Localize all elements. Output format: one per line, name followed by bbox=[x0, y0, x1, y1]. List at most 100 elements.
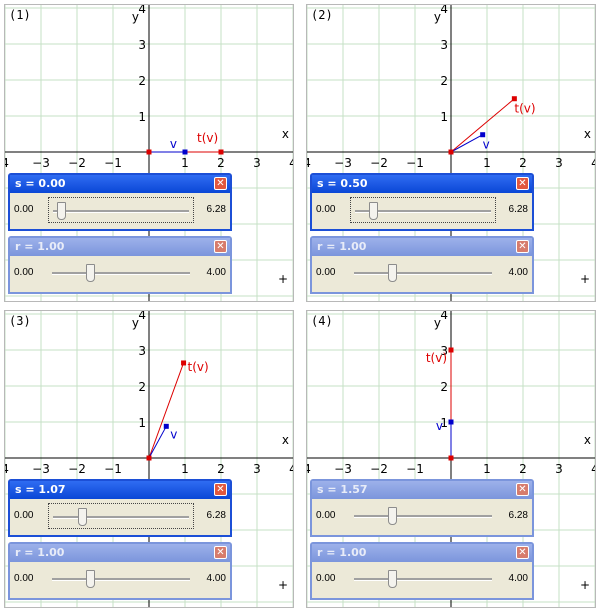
s-slider[interactable] bbox=[48, 503, 194, 529]
x-axis-label: x bbox=[584, 127, 591, 141]
r-slider[interactable] bbox=[350, 260, 496, 286]
coordinate-plane: 4−3−2−112341234xyvt(v) bbox=[5, 311, 293, 607]
origin-point bbox=[448, 149, 454, 155]
y-tick-label: 3 bbox=[138, 38, 146, 52]
r-slider-min: 0.00 bbox=[14, 573, 34, 584]
tv-point bbox=[511, 96, 517, 102]
s-slider-max: 6.28 bbox=[206, 204, 226, 215]
origin-point bbox=[146, 149, 152, 155]
panel-label: (4) bbox=[311, 314, 333, 328]
tv-vector-line bbox=[450, 98, 515, 153]
v-vector-line bbox=[148, 426, 167, 459]
r-slider-thumb[interactable] bbox=[86, 264, 96, 282]
tv-label: t(v) bbox=[188, 360, 209, 374]
x-tick-label: 4 bbox=[5, 156, 9, 170]
s-slider[interactable] bbox=[350, 503, 496, 529]
y-axis-label: y bbox=[434, 10, 441, 24]
s-slider-thumb[interactable] bbox=[368, 202, 378, 220]
x-tick-label: −2 bbox=[370, 462, 388, 476]
s-window-title[interactable]: s = 0.00✕ bbox=[10, 175, 230, 193]
x-tick-label: 1 bbox=[181, 462, 189, 476]
close-icon[interactable]: ✕ bbox=[516, 177, 529, 190]
y-tick-label: 2 bbox=[440, 380, 448, 394]
v-label: v bbox=[436, 419, 443, 433]
x-axis-label: x bbox=[282, 127, 289, 141]
close-icon[interactable]: ✕ bbox=[214, 177, 227, 190]
close-icon[interactable]: ✕ bbox=[214, 483, 227, 496]
r-slider-thumb[interactable] bbox=[388, 570, 398, 588]
s-slider-track[interactable] bbox=[53, 210, 189, 213]
x-tick-label: −1 bbox=[104, 462, 122, 476]
r-slider-track[interactable] bbox=[52, 578, 190, 581]
plus-marker: + bbox=[580, 272, 591, 286]
y-tick-label: 2 bbox=[138, 380, 146, 394]
v-label: v bbox=[483, 138, 490, 152]
x-tick-label: 3 bbox=[253, 156, 261, 170]
y-tick-label: 3 bbox=[138, 344, 146, 358]
v-label: v bbox=[170, 137, 177, 151]
x-tick-label: −2 bbox=[68, 156, 86, 170]
tv-label: t(v) bbox=[514, 102, 535, 116]
s-slider-thumb[interactable] bbox=[77, 508, 87, 526]
y-tick-label: 2 bbox=[440, 74, 448, 88]
close-icon[interactable]: ✕ bbox=[516, 483, 529, 496]
tv-point bbox=[218, 149, 224, 155]
s-slider-max: 6.28 bbox=[508, 204, 528, 215]
r-slider[interactable] bbox=[48, 260, 194, 286]
x-tick-label: 3 bbox=[555, 156, 563, 170]
r-slider-track[interactable] bbox=[52, 272, 190, 275]
s-window-title[interactable]: s = 1.57✕ bbox=[312, 481, 532, 499]
r-window-title[interactable]: r = 1.00✕ bbox=[312, 238, 532, 256]
r-slider-track[interactable] bbox=[354, 578, 492, 581]
r-window-title[interactable]: r = 1.00✕ bbox=[10, 238, 230, 256]
r-window-title[interactable]: r = 1.00✕ bbox=[10, 544, 230, 562]
r-slider-thumb[interactable] bbox=[86, 570, 96, 588]
y-tick-label: 4 bbox=[138, 311, 146, 322]
s-slider-thumb[interactable] bbox=[57, 202, 66, 220]
close-icon[interactable]: ✕ bbox=[214, 546, 227, 559]
r-slider-thumb[interactable] bbox=[388, 264, 398, 282]
x-tick-label: −3 bbox=[334, 156, 352, 170]
x-tick-label: 1 bbox=[483, 462, 491, 476]
tv-label: t(v) bbox=[426, 351, 447, 365]
s-slider-max: 6.28 bbox=[206, 510, 226, 521]
s-slider[interactable] bbox=[48, 197, 194, 223]
r-slider[interactable] bbox=[350, 566, 496, 592]
y-axis-label: y bbox=[132, 316, 139, 330]
plus-marker: + bbox=[580, 578, 591, 592]
r-slider[interactable] bbox=[48, 566, 194, 592]
close-icon[interactable]: ✕ bbox=[214, 240, 227, 253]
s-slider-thumb[interactable] bbox=[388, 507, 398, 525]
x-tick-label: −1 bbox=[406, 156, 424, 170]
r-window-title[interactable]: r = 1.00✕ bbox=[312, 544, 532, 562]
s-window-title[interactable]: s = 1.07✕ bbox=[10, 481, 230, 499]
s-slider-track[interactable] bbox=[53, 516, 189, 519]
s-slider-min: 0.00 bbox=[316, 510, 336, 521]
x-tick-label: 4 bbox=[307, 156, 311, 170]
y-tick-label: 4 bbox=[440, 5, 448, 16]
r-slider-min: 0.00 bbox=[316, 267, 336, 278]
s-window-title[interactable]: s = 0.50✕ bbox=[312, 175, 532, 193]
s-slider-track[interactable] bbox=[354, 515, 492, 518]
close-icon[interactable]: ✕ bbox=[516, 240, 529, 253]
x-tick-label: −3 bbox=[334, 462, 352, 476]
s-slider-track[interactable] bbox=[355, 210, 491, 213]
v-point bbox=[480, 132, 486, 138]
close-icon[interactable]: ✕ bbox=[516, 546, 529, 559]
y-tick-label: 1 bbox=[138, 416, 146, 430]
tv-label: t(v) bbox=[197, 131, 218, 145]
x-axis-label: x bbox=[282, 433, 289, 447]
x-tick-label: −2 bbox=[68, 462, 86, 476]
r-slider-track[interactable] bbox=[354, 272, 492, 275]
y-axis-label: y bbox=[132, 10, 139, 24]
y-tick-label: 4 bbox=[440, 311, 448, 322]
s-slider[interactable] bbox=[350, 197, 496, 223]
